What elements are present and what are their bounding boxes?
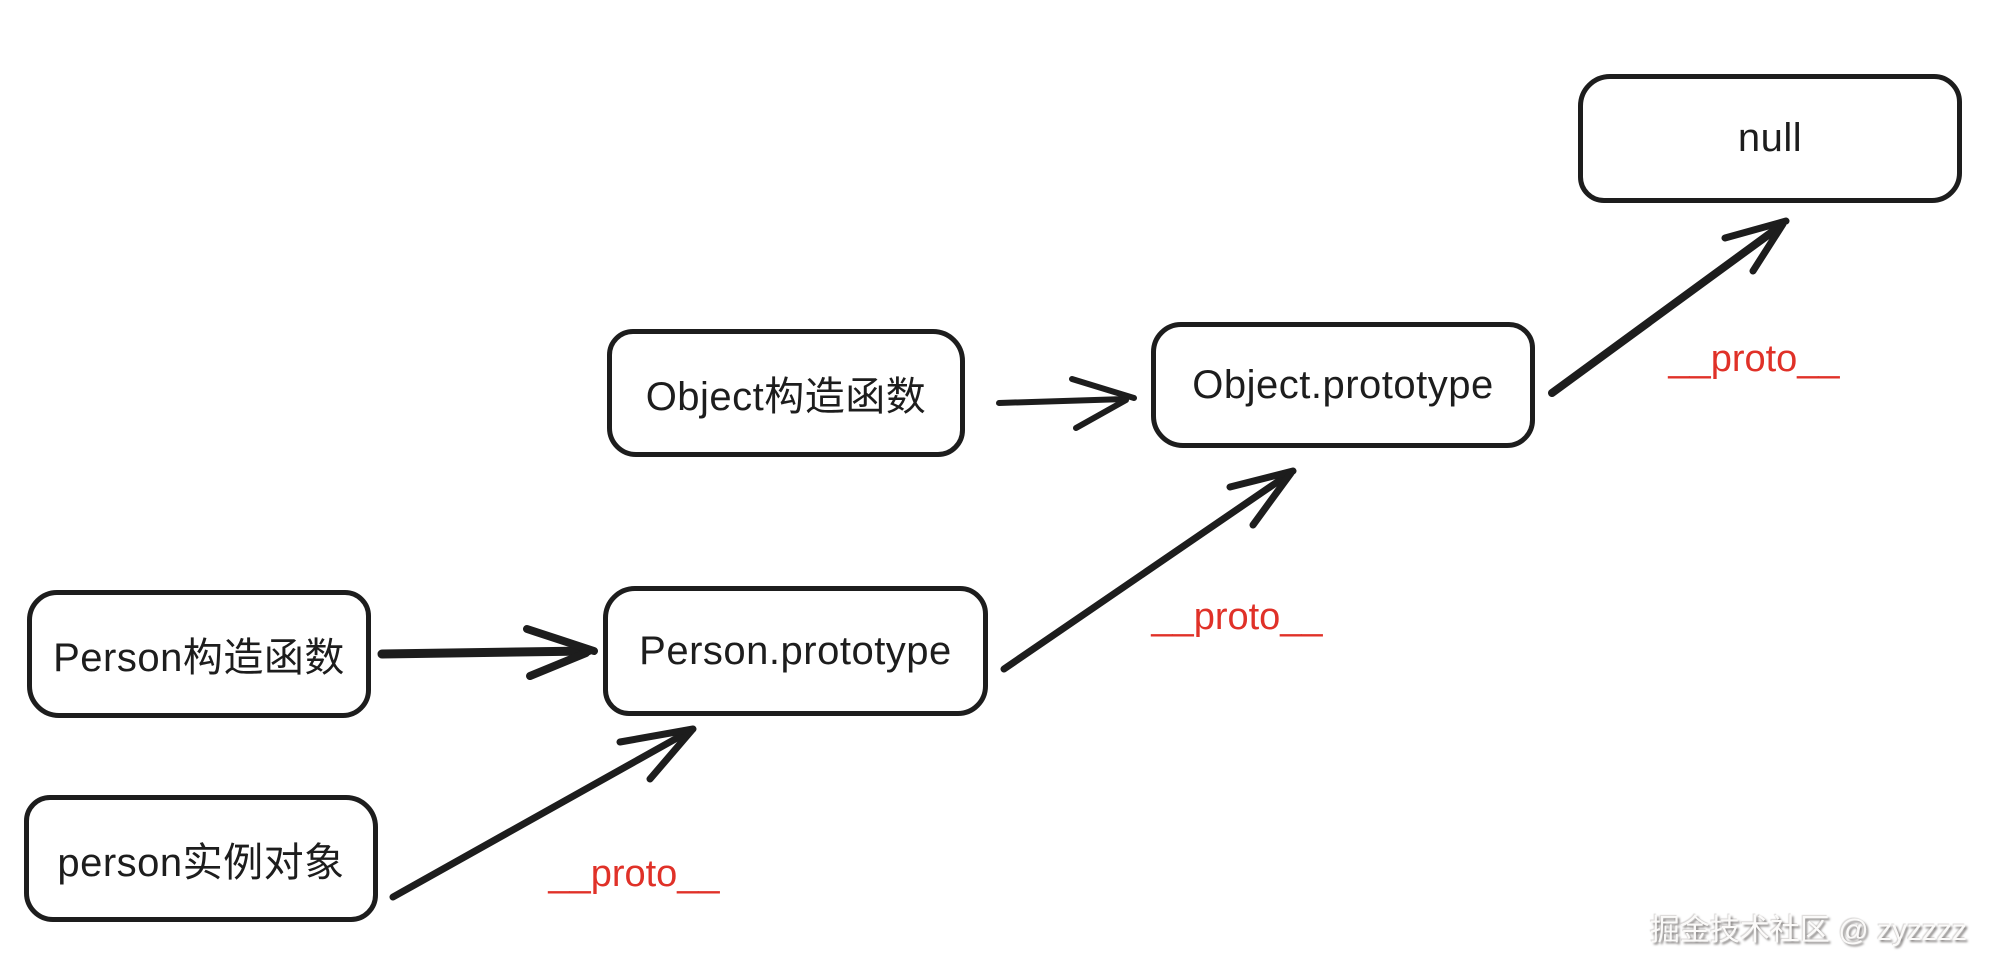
node-person-constructor-label: Person构造函数	[53, 636, 345, 680]
proto-label-object-prototype: __proto__	[1668, 338, 1840, 380]
arrow-person-constructor-to-person-prototype	[377, 625, 598, 680]
node-null: null	[1578, 74, 1962, 203]
proto-label-person-prototype: __proto__	[1151, 596, 1323, 638]
arrow-object-constructor-to-object-prototype	[996, 376, 1137, 431]
node-object-prototype-label: Object.prototype	[1192, 362, 1494, 407]
node-null-label: null	[1737, 116, 1803, 160]
node-person-instance: person实例对象	[24, 795, 378, 922]
node-person-instance-label: person实例对象	[57, 840, 345, 885]
node-object-prototype: Object.prototype	[1151, 322, 1535, 448]
node-person-prototype: Person.prototype	[603, 586, 988, 716]
arrow-person-prototype-to-object-prototype	[1000, 467, 1297, 673]
node-object-constructor-label: Object构造函数	[645, 375, 927, 419]
node-person-constructor: Person构造函数	[27, 590, 371, 718]
arrow-object-prototype-to-null	[1548, 217, 1790, 397]
proto-label-person-instance: __proto__	[548, 853, 720, 895]
arrow-person-instance-to-person-prototype	[389, 725, 697, 901]
node-object-constructor: Object构造函数	[607, 329, 965, 457]
watermark: 掘金技术社区 @ zyzzzz	[1649, 914, 1967, 947]
node-person-prototype-label: Person.prototype	[639, 628, 952, 673]
